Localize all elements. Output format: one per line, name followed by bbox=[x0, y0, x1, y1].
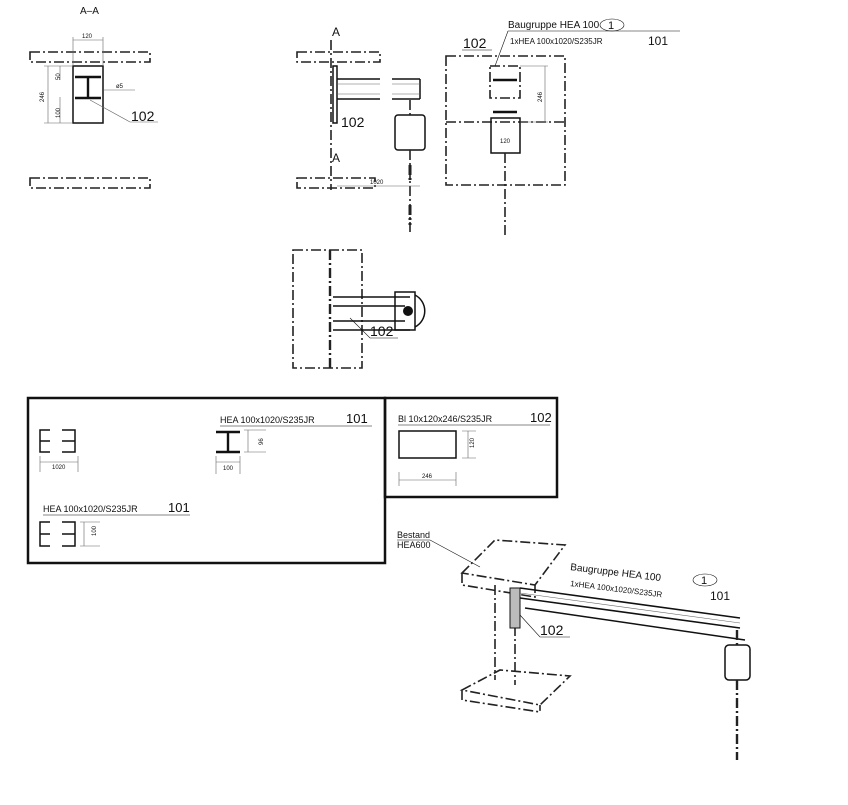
dim-profile-w: 100 bbox=[223, 466, 234, 472]
section-view-a-a: A–A 120 246 50 100 ø5 102 bbox=[29, 6, 158, 189]
assembly-number: 1 bbox=[701, 575, 707, 587]
dim-top: 50 bbox=[56, 73, 62, 80]
part-101-number-2: 101 bbox=[168, 500, 190, 515]
parts-box-102: Bl 10x120x246/S235JR 102 120 246 bbox=[383, 396, 559, 499]
section-title: A–A bbox=[80, 6, 99, 17]
dim-profile-h: 96 bbox=[259, 438, 265, 445]
front-view: 246 120 Baugruppe HEA 100 1 1xHEA 100x10… bbox=[445, 18, 680, 235]
part-ref-102: 102 bbox=[370, 323, 394, 339]
part-ref-102: 102 bbox=[540, 622, 564, 638]
dim-width: 246 bbox=[422, 474, 433, 480]
component-number: 101 bbox=[648, 34, 668, 48]
assembly-number: 1 bbox=[608, 20, 614, 32]
dim-width: 120 bbox=[82, 34, 93, 40]
dim-bottom: 100 bbox=[56, 107, 62, 118]
part-ref-102: 102 bbox=[131, 108, 155, 124]
parts-box-101: HEA 100x1020/S235JR 101 1020 96 100 HEA … bbox=[26, 396, 387, 565]
part-102-title: Bl 10x120x246/S235JR bbox=[398, 414, 493, 424]
part-ref-102: 102 bbox=[463, 35, 487, 51]
part-102-number: 102 bbox=[530, 410, 552, 425]
plan-view: 102 bbox=[292, 249, 426, 369]
cut-marker-top: A bbox=[332, 25, 340, 39]
weld-label: ø5 bbox=[116, 84, 124, 90]
dim-length: 1020 bbox=[370, 180, 384, 186]
cut-marker-bottom: A bbox=[332, 151, 340, 165]
part-101-title: HEA 100x1020/S235JR bbox=[220, 415, 315, 425]
existing-profile: HEA600 bbox=[397, 540, 431, 550]
side-view: A A 102 1020 bbox=[296, 25, 426, 235]
assembly-label: Baugruppe HEA 100 bbox=[508, 20, 600, 31]
dim-height: 246 bbox=[538, 91, 544, 102]
component-number: 101 bbox=[710, 589, 730, 603]
dim-length: 1020 bbox=[52, 465, 66, 471]
dim-width: 120 bbox=[500, 139, 511, 145]
part-101-title-2: HEA 100x1020/S235JR bbox=[43, 504, 138, 514]
iso-view: Bestand HEA600 Baugruppe HEA 100 1 1xHEA… bbox=[397, 530, 751, 760]
component-label: 1xHEA 100x1020/S235JR bbox=[510, 37, 603, 46]
part-ref-102: 102 bbox=[341, 114, 365, 130]
dim-side: 100 bbox=[92, 525, 98, 536]
part-101-number: 101 bbox=[346, 411, 368, 426]
dim-height: 120 bbox=[470, 437, 476, 448]
existing-label: Bestand bbox=[397, 530, 430, 540]
dim-height: 246 bbox=[40, 91, 46, 102]
